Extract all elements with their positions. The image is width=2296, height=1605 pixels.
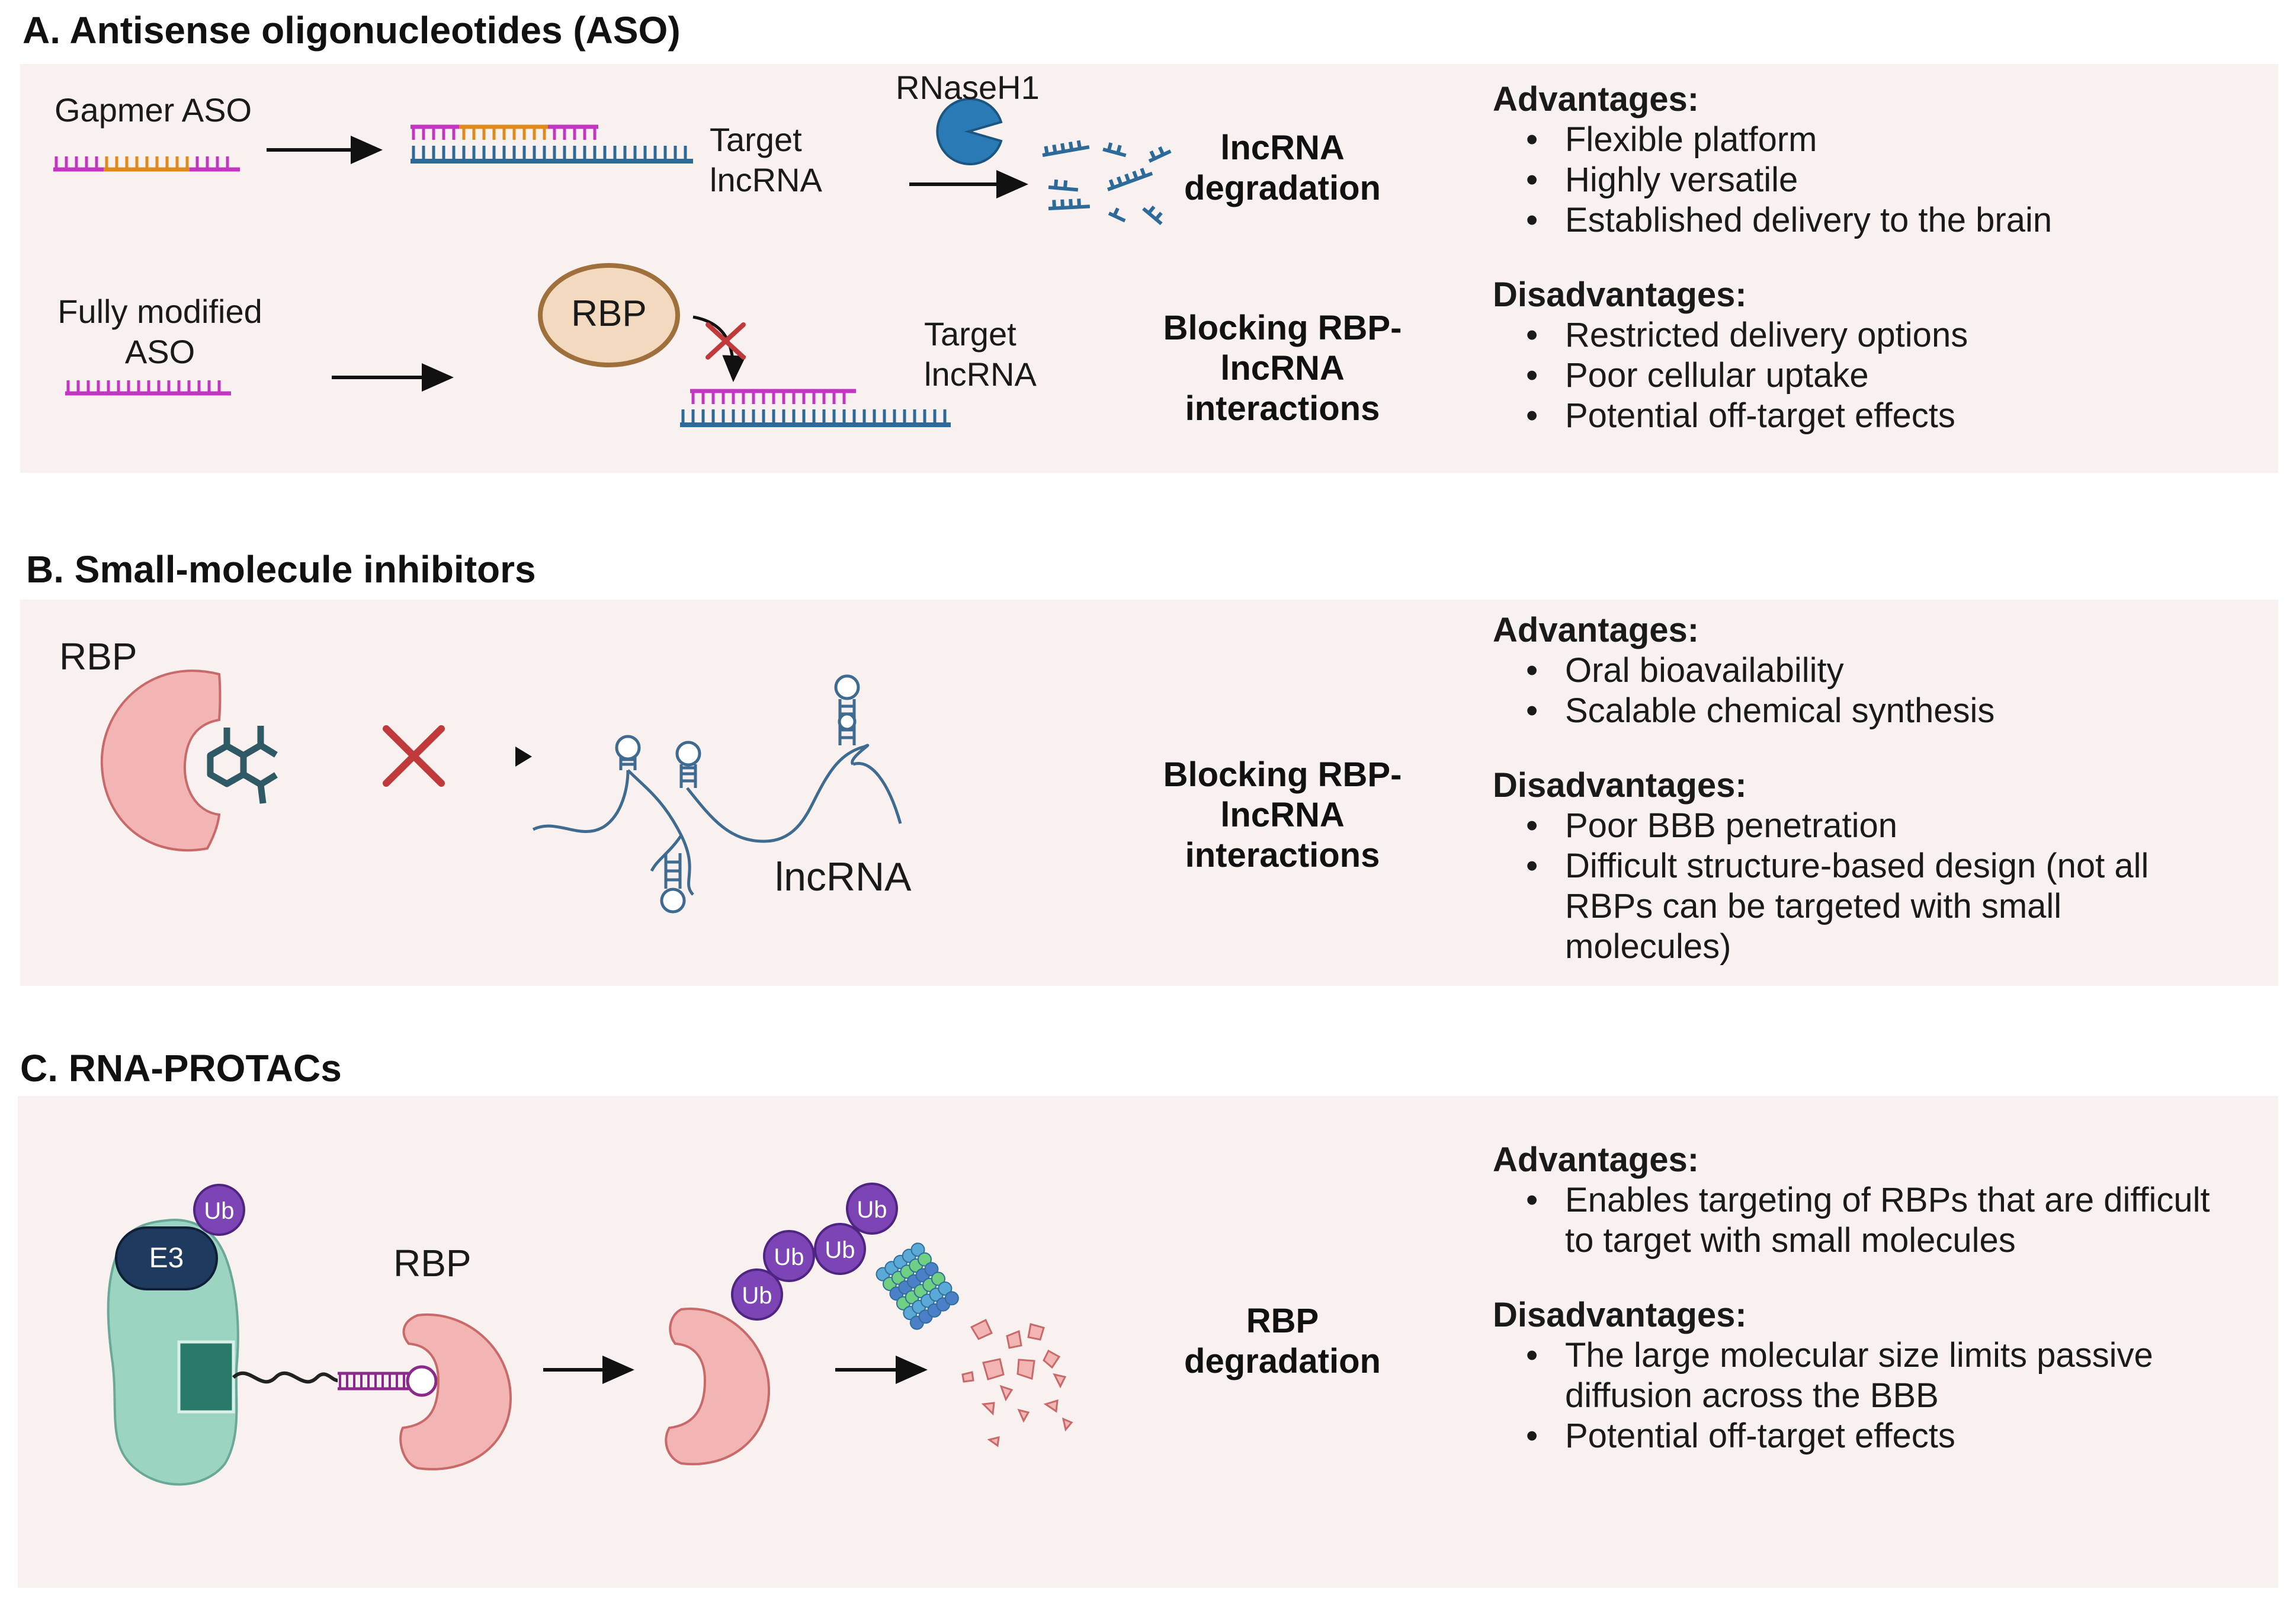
ub-circle-c4 <box>814 1223 866 1275</box>
rbp-oval-icon <box>538 263 680 367</box>
disadvantages-heading-b: Disadvantages: <box>1493 766 1747 805</box>
pros-cons-a: Advantages: Flexible platform Highly ver… <box>1493 79 2263 436</box>
disadvantage-item: Potential off-target effects <box>1526 1416 2275 1456</box>
fully-modified-aso-icon <box>65 380 231 396</box>
disadvantages-list-b: Poor BBB penetration Difficult structure… <box>1493 806 2263 967</box>
advantages-list-a: Flexible platform Highly versatile Estab… <box>1493 120 2263 241</box>
section-a-title: A. Antisense oligonucleotides (ASO) <box>23 9 681 52</box>
ub-circle-c2 <box>731 1268 783 1321</box>
target-lncrna-bound-aso-icon <box>680 389 951 427</box>
small-molecule-inhibitor-icon <box>207 726 278 804</box>
section-c-title: C. RNA-PROTACs <box>20 1047 342 1090</box>
protac-rna-hairpin-icon <box>338 1365 438 1397</box>
rnaseh1-icon <box>936 98 1003 165</box>
rbp-protein-b-icon <box>100 669 222 852</box>
e3-label: E3 <box>149 1242 184 1274</box>
ub-label-4: Ub <box>825 1237 855 1263</box>
advantages-list-c: Enables targeting of RBPs that are diffi… <box>1493 1180 2275 1261</box>
lncrna-structure-icon <box>532 674 902 914</box>
rbp-label-c: RBP <box>393 1242 472 1284</box>
rbp-protein-c2-icon <box>665 1308 771 1466</box>
rbp-protein-c1-icon <box>399 1313 512 1471</box>
mechanism-lncrna-degradation: lncRNA degradation <box>1184 129 1381 207</box>
fully-modified-aso-label: Fully modified ASO <box>57 293 262 370</box>
mechanism-blocking-b: Blocking RBP-lncRNA interactions <box>1163 755 1402 874</box>
advantage-item: Flexible platform <box>1526 120 2263 160</box>
rbp-label-a: RBP <box>571 293 647 334</box>
ub-label-1: Ub <box>204 1198 235 1224</box>
gapmer-aso-icon <box>53 156 240 172</box>
ub-label-3: Ub <box>774 1244 804 1270</box>
advantage-item: Enables targeting of RBPs that are diffi… <box>1526 1180 2217 1261</box>
pros-cons-c: Advantages: Enables targeting of RBPs th… <box>1493 1140 2275 1456</box>
degraded-protein-fragments-icon <box>961 1318 1073 1447</box>
advantage-item: Highly versatile <box>1526 160 2263 200</box>
disadvantages-heading-a: Disadvantages: <box>1493 275 1747 314</box>
advantage-item: Oral bioavailability <box>1526 651 2263 691</box>
degraded-rna-fragments-icon <box>1042 140 1172 226</box>
ub-circle-c3 <box>763 1230 815 1282</box>
disadvantage-item: Poor BBB penetration <box>1526 806 2263 846</box>
ub-label-5: Ub <box>857 1197 887 1223</box>
disadvantages-list-c: The large molecular size limits passive … <box>1493 1335 2275 1456</box>
rbp-label-b: RBP <box>59 635 137 678</box>
advantages-list-b: Oral bioavailability Scalable chemical s… <box>1493 651 2263 731</box>
protac-linker-icon <box>232 1371 338 1384</box>
disadvantages-heading-c: Disadvantages: <box>1493 1296 1747 1334</box>
ub-label-2: Ub <box>742 1283 772 1309</box>
gapmer-aso-label: Gapmer ASO <box>54 91 252 129</box>
target-lncrna-bound-gapmer-icon <box>411 124 693 164</box>
lncrna-label-b: lncRNA <box>775 854 912 899</box>
inhibition-x-b-icon <box>383 725 445 787</box>
protac-linker-box-icon <box>177 1340 235 1414</box>
disadvantage-item: Restricted delivery options <box>1526 315 2263 355</box>
disadvantage-item: Potential off-target effects <box>1526 396 2263 436</box>
advantage-item: Established delivery to the brain <box>1526 200 2263 241</box>
mechanism-blocking-a: Blocking RBP-lncRNA interactions <box>1163 309 1402 428</box>
mechanism-rbp-degradation: RBP degradation <box>1184 1302 1381 1380</box>
disadvantage-item: Poor cellular uptake <box>1526 355 2263 396</box>
e3-ligase-icon <box>115 1226 218 1290</box>
proteasome-icon <box>876 1242 959 1330</box>
disadvantage-item: The large molecular size limits passive … <box>1526 1335 2228 1416</box>
target-lncrna-label-1: Target lncRNA <box>710 121 822 198</box>
advantages-heading-c: Advantages: <box>1493 1141 1699 1179</box>
ub-circle-c1 <box>193 1184 245 1236</box>
advantages-heading-a: Advantages: <box>1493 80 1699 118</box>
section-b-title: B. Small-molecule inhibitors <box>26 548 536 591</box>
disadvantage-item: Difficult structure-based design (not al… <box>1526 846 2187 967</box>
blocked-binding-arrow <box>692 315 746 382</box>
pros-cons-b: Advantages: Oral bioavailability Scalabl… <box>1493 610 2263 967</box>
rnaseh1-label: RNaseH1 <box>896 69 1040 106</box>
advantage-item: Scalable chemical synthesis <box>1526 691 2263 731</box>
ub-circle-c5 <box>846 1183 898 1235</box>
advantages-heading-b: Advantages: <box>1493 611 1699 649</box>
inhibition-x-icon <box>706 322 746 360</box>
target-lncrna-label-2: Target lncRNA <box>924 315 1037 393</box>
disadvantages-list-a: Restricted delivery options Poor cellula… <box>1493 315 2263 436</box>
